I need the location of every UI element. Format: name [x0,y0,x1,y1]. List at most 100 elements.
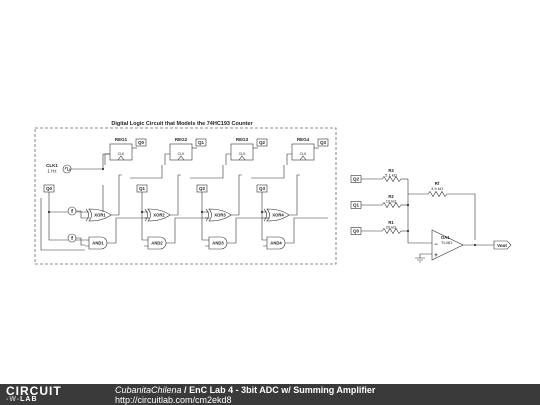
constant-source-label: f [71,209,73,215]
xor-gate [147,208,171,222]
junction-dot [200,210,204,214]
clock-pin-icon [117,155,125,161]
clock-name: CLK1 [46,163,58,168]
output-tag-text: Vout [497,243,507,248]
register-feedback-wire [225,153,231,165]
junction-dot [140,210,144,214]
resistor-name: R1 [388,220,394,225]
amp-input-tag-text: Q2 [353,177,360,182]
and-gate-label: AND2 [151,241,163,246]
register-box [109,143,133,161]
xor-gate-label: XOR4 [272,213,284,218]
gate-input-wire [144,239,148,247]
register-pin-label: CLK [178,152,185,156]
register-output-tag-box [256,138,268,147]
logic-box-title: Digital Logic Circuit that Models the 74… [111,121,253,127]
junction-dot [47,210,51,214]
and-gate-label: AND3 [212,241,224,246]
register-output-tag-text: Q1 [198,140,205,145]
circuit-title: EnC Lab 4 - 3bit ADC w/ Summing Amplifie… [189,385,376,395]
register-output-tag-text: Q2 [259,140,266,145]
q-input-wire [201,192,205,241]
gate-input-wire [85,239,89,247]
register-output-tag-text: Q0 [138,140,145,145]
resistor-value: 5.1 kΩ [385,173,397,178]
opamp-part: TL081 [441,240,453,245]
resistor-icon [381,201,402,209]
resistor-value: 10 kΩ [386,199,397,204]
gate-input-tag-text: Q2 [199,186,206,191]
xor-back-curve [205,208,209,222]
amp-input-tag-text: Q1 [353,203,360,208]
author-link[interactable]: CubanitaChilena [115,385,182,395]
logic-box [34,127,337,265]
ground-icon [415,257,425,263]
circuit-url[interactable]: http://circuitlab.com/cm2ekd8 [115,395,232,405]
xor-gate-label: XOR1 [94,213,106,218]
opamp-input-wire [414,242,432,258]
q-input-wire [141,192,144,241]
square-wave-icon [64,167,71,171]
and-gate [88,236,108,250]
and-output-wire [285,217,328,244]
register-feedback-wire [286,153,292,165]
register-pin-label: CLK [239,152,246,156]
register-name: REG4 [297,137,310,142]
resistor-name: R2 [388,194,394,199]
gate-input-wire [263,239,267,247]
resistor-name: R3 [388,168,394,173]
clock-pin-icon [299,155,307,161]
clock-pin-icon [177,155,185,161]
gate-input-tag-text: Q3 [259,186,266,191]
and-output-wire [107,217,150,244]
constant-source-label: f [71,236,73,242]
amp-input-tag-text: Q0 [353,229,360,234]
and-gate-label: AND1 [92,241,104,246]
register-output-tag-text: Q3 [320,140,327,145]
xor-gate [266,208,290,222]
junction-dot [406,203,410,207]
register-pin-label: CLK [300,152,307,156]
carry-chain-wire [102,165,285,212]
register-box [169,143,193,161]
xor-gate [208,208,232,222]
clock-frequency: 1 Hz [47,169,57,174]
resistor-name: Rf [435,181,440,186]
register-output-tag-box [317,138,329,147]
register-box [230,143,254,161]
footer-bar: CIRCUIT -W-LAB CubanitaChilena / EnC Lab… [0,384,540,405]
register-box [291,143,315,161]
register-output-tag-box [195,138,207,147]
register-output-tag-box [135,138,147,147]
resistor-icon [427,190,448,198]
junction-dot [473,243,477,247]
gate-input-tag-text: Q0 [46,186,53,191]
logo-text-top: CIRCUIT [6,384,62,398]
and-gate [266,236,286,250]
and-output-wire [166,217,209,244]
register-feedback-wire [104,153,110,165]
resistor-value: 20 kΩ [386,225,397,230]
opamp-name: OA1 [441,235,450,240]
register-name: REG3 [236,137,249,142]
and-gate [208,236,228,250]
opamp-plus-sign: + [434,253,438,259]
xor-gate-label: XOR3 [214,213,226,218]
circuitlab-logo[interactable]: CIRCUIT -W-LAB [6,385,98,404]
xor-gate [88,208,112,222]
and-gate-label: AND4 [270,241,282,246]
gate-input-wire [205,239,209,247]
and-output-wire [227,217,270,244]
constant-wire [76,210,85,219]
output-tag-box [493,240,512,250]
xor-output-wire [231,174,242,216]
credit-separator: / [181,385,190,395]
register-feedback-wire [164,153,170,165]
xor-back-curve [144,208,148,222]
gate-input-wire [263,211,268,219]
resistor-icon [381,175,402,183]
junction-dot [406,229,410,233]
logo-text-bottom: -W-LAB [6,396,38,404]
opamp-icon [431,229,464,261]
resistor-icon [381,227,402,235]
